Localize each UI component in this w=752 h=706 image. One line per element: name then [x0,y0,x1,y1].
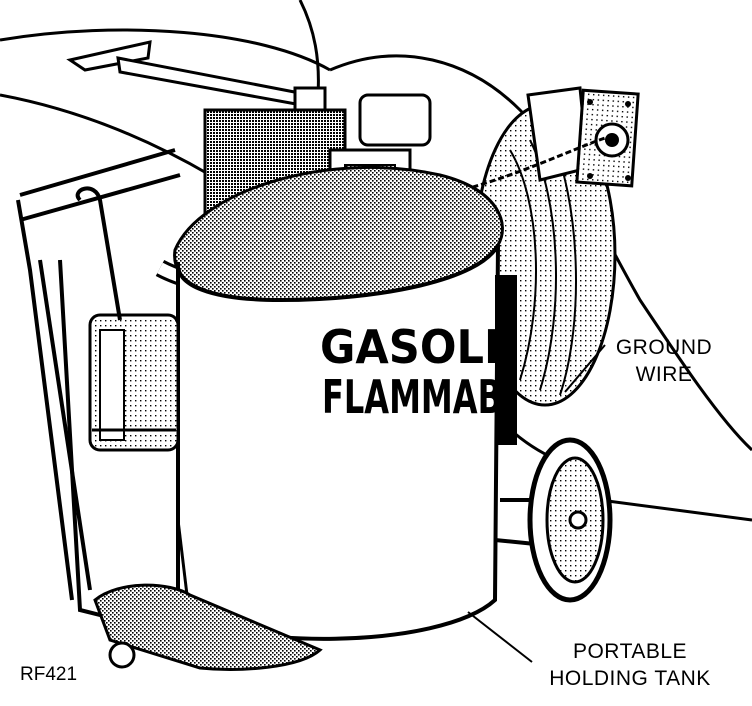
tank-marking-flammable: FLAMMAB [322,370,502,424]
filter-canister [88,313,180,452]
holding-tank-body [175,243,517,641]
figure-id: RF421 [20,664,78,685]
holding-tank-label-line-1: PORTABLE [572,640,688,663]
ground-wire-label-line-2: WIRE [635,363,693,386]
tank-leader-line [467,611,533,663]
ground-wire-label: GROUND WIRE [606,334,722,388]
ground-wire-label-line-1: GROUND [615,336,713,359]
holding-tank-label-line-2: HOLDING TANK [549,667,711,690]
tank-marking-gasoline: GASOLI [320,320,500,374]
cart-wheel [527,437,613,603]
fuel-filler-neck [526,86,640,188]
cart-base [93,583,323,671]
holding-tank-label: PORTABLE HOLDING TANK [530,638,730,692]
